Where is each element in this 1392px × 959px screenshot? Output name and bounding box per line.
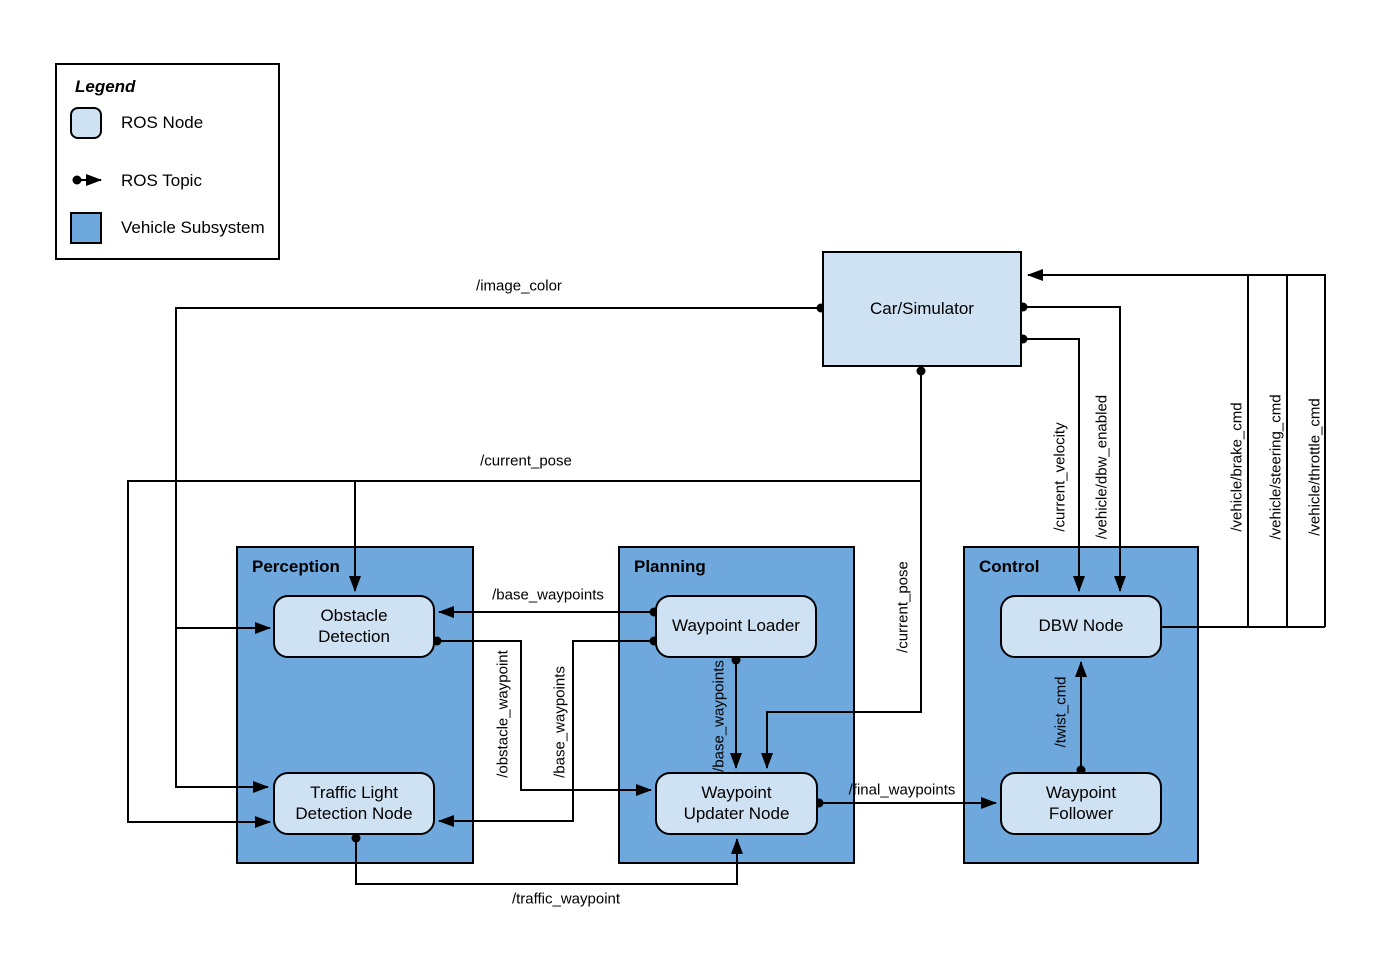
topic-label-traffic-waypoint: /traffic_waypoint — [511, 890, 621, 908]
topic-label-dbw-enabled: /vehicle/dbw_enabled — [1093, 394, 1111, 540]
topic-label-current-velocity: /current_velocity — [1051, 422, 1069, 532]
topic-label-final-waypoints: /final_waypoints — [848, 781, 956, 799]
topic-label-steering-cmd: /vehicle/steering_cmd — [1267, 394, 1285, 540]
node-dbw: DBW Node — [1000, 595, 1162, 658]
legend-vehicle-subsystem-swatch — [70, 212, 102, 244]
subsystem-planning-title: Planning — [634, 557, 706, 576]
topic-label-obstacle-waypoint: /obstacle_waypoint — [494, 650, 512, 778]
legend-ros-node-label: ROS Node — [121, 113, 204, 132]
node-obstacle-detection: Obstacle Detection — [273, 595, 435, 658]
topic-label-base-waypoints-mid: /base_waypoints — [710, 660, 728, 772]
node-obstacle-detection-label: Obstacle Detection — [318, 605, 390, 646]
subsystem-perception-title: Perception — [252, 557, 340, 576]
node-waypoint-follower-label: Waypoint Follower — [1045, 782, 1117, 823]
node-car-simulator: Car/Simulator — [822, 251, 1022, 367]
node-waypoint-updater: Waypoint Updater Node — [655, 772, 818, 835]
legend-title: Legend — [75, 77, 136, 96]
topic-label-base-waypoints-loop: /base_waypoints — [551, 666, 569, 778]
topic-label-twist-cmd: /twist_cmd — [1052, 676, 1070, 748]
node-waypoint-updater-label: Waypoint Updater Node — [683, 782, 790, 823]
legend-ros-node-swatch — [70, 107, 102, 139]
topic-label-current-pose-vertical: /current_pose — [894, 561, 912, 653]
legend-ros-topic-label: ROS Topic — [121, 171, 202, 190]
node-car-simulator-label: Car/Simulator — [870, 298, 974, 318]
node-traffic-light-detection: Traffic Light Detection Node — [273, 772, 435, 835]
node-waypoint-follower: Waypoint Follower — [1000, 772, 1162, 835]
legend: Legend ROS Node ROS Topic Vehicle Subsys… — [55, 63, 280, 260]
legend-vehicle-subsystem-label: Vehicle Subsystem — [121, 218, 265, 237]
topic-label-throttle-cmd: /vehicle/throttle_cmd — [1306, 398, 1324, 536]
legend-ros-topic-arrow-icon — [72, 174, 102, 186]
node-dbw-label: DBW Node — [1038, 616, 1124, 636]
topic-label-current-pose: /current_pose — [480, 452, 572, 470]
node-waypoint-loader-label: Waypoint Loader — [672, 616, 800, 636]
topic-label-brake-cmd: /vehicle/brake_cmd — [1228, 402, 1246, 532]
topic-label-image-color: /image_color — [476, 277, 562, 295]
topic-label-base-waypoints: /base_waypoints — [492, 586, 604, 604]
node-traffic-light-detection-label: Traffic Light Detection Node — [295, 782, 413, 823]
node-waypoint-loader: Waypoint Loader — [655, 595, 817, 658]
subsystem-control-title: Control — [979, 557, 1040, 576]
